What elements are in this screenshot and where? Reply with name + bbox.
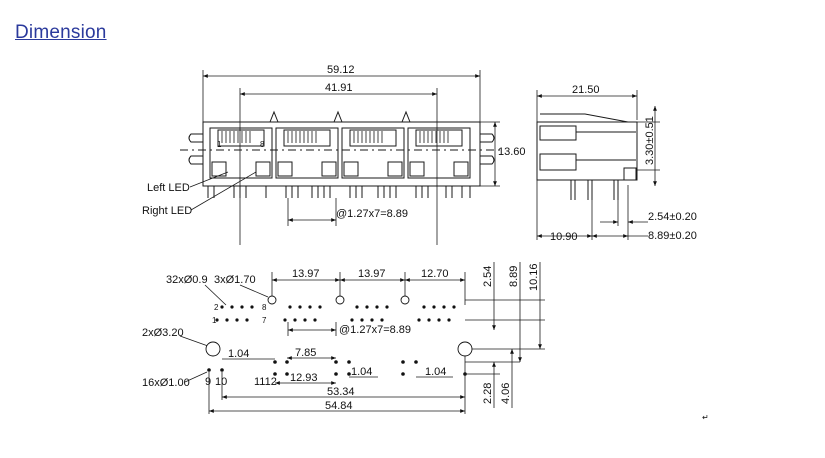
- port-1: [209, 127, 273, 179]
- side-latch: [540, 113, 629, 123]
- side-view: 21.50 3.30±0.51 2.54±0.20 10.90 8.89±0.2…: [536, 84, 697, 243]
- dim-1293: 12.93: [290, 372, 318, 384]
- dim-overall: 59.12: [327, 64, 355, 76]
- side-body: [536, 121, 638, 181]
- dim-5334: 53.34: [327, 386, 355, 398]
- dim-104-b: 1.04: [351, 366, 372, 378]
- alignment-hole: [267, 295, 277, 305]
- led-holes: [207, 360, 467, 376]
- dim-base: 10.90: [550, 231, 578, 243]
- mounting-hole: [205, 341, 221, 357]
- page-title: Dimension: [15, 22, 107, 43]
- pin-num-9: 9: [205, 376, 211, 388]
- connector-body: [202, 121, 481, 187]
- dim-inner: 41.91: [325, 82, 353, 94]
- dim-1397b: 13.97: [358, 268, 386, 280]
- label-holes-16: 16xØ1.00: [142, 377, 190, 389]
- port-2: [275, 127, 339, 179]
- return-mark: ↵: [702, 413, 709, 422]
- label-holes-32: 32xØ0.9: [166, 274, 208, 286]
- front-pins: [207, 186, 471, 198]
- side-pins: [570, 180, 619, 200]
- dim-5484: 54.84: [325, 400, 353, 412]
- dim-104-c: 1.04: [425, 366, 446, 378]
- dim-depth: 21.50: [572, 84, 600, 96]
- dim-pitch-footprint: @1.27x7=8.89: [339, 324, 411, 336]
- footprint-view: 13.97 13.97 12.70 32xØ0.9 3xØ1.70 2 1 8 …: [142, 262, 545, 414]
- dim-top: 3.30±0.51: [644, 116, 656, 165]
- body-ear: [188, 133, 203, 143]
- dim-254-v: 2.54: [482, 266, 494, 287]
- dim-104-a: 1.04: [228, 348, 249, 360]
- pin-num-10: 10: [215, 376, 227, 388]
- latch-tab: [333, 110, 343, 123]
- alignment-hole: [335, 295, 345, 305]
- dim-1397a: 13.97: [292, 268, 320, 280]
- leader-left-led: [189, 171, 229, 188]
- pin-label-1: 1: [217, 140, 222, 149]
- pin-num-8: 8: [262, 303, 267, 312]
- body-ear: [188, 155, 203, 165]
- label-right-led: Right LED: [142, 205, 192, 217]
- latch-tab: [401, 110, 411, 123]
- dim-228-v: 2.28: [482, 383, 494, 404]
- dim-pin-offset: 2.54±0.20: [648, 211, 697, 223]
- front-view: 59.12 41.91: [142, 64, 526, 245]
- port-4: [407, 127, 471, 179]
- dim-1016-v: 10.16: [528, 263, 540, 291]
- dim-pin-spacing: 8.89±0.20: [648, 230, 697, 242]
- dim-889-v: 8.89: [508, 266, 520, 287]
- pin-num-2: 2: [214, 303, 219, 312]
- body-ear: [480, 155, 495, 165]
- dim-785: 7.85: [295, 347, 316, 359]
- latch-tab: [269, 110, 279, 123]
- dim-406-v: 4.06: [500, 383, 512, 404]
- dim-height: 13.60: [498, 146, 526, 158]
- signal-holes: [215, 305, 456, 322]
- pin-num-1112: 1112: [254, 376, 277, 388]
- mounting-hole: [457, 341, 473, 357]
- pin-num-1: 1: [212, 316, 217, 325]
- port-3: [341, 127, 405, 179]
- body-ear: [480, 133, 495, 143]
- label-holes-3: 3xØ1.70: [214, 274, 256, 286]
- pin-num-7: 7: [262, 316, 267, 325]
- label-left-led: Left LED: [147, 182, 190, 194]
- alignment-hole: [400, 295, 410, 305]
- dim-1270: 12.70: [421, 268, 449, 280]
- leader-right-led: [190, 171, 257, 211]
- dim-pitch-front: @1.27x7=8.89: [336, 208, 408, 220]
- pin-label-8: 8: [260, 140, 265, 149]
- label-holes-2: 2xØ3.20: [142, 327, 184, 339]
